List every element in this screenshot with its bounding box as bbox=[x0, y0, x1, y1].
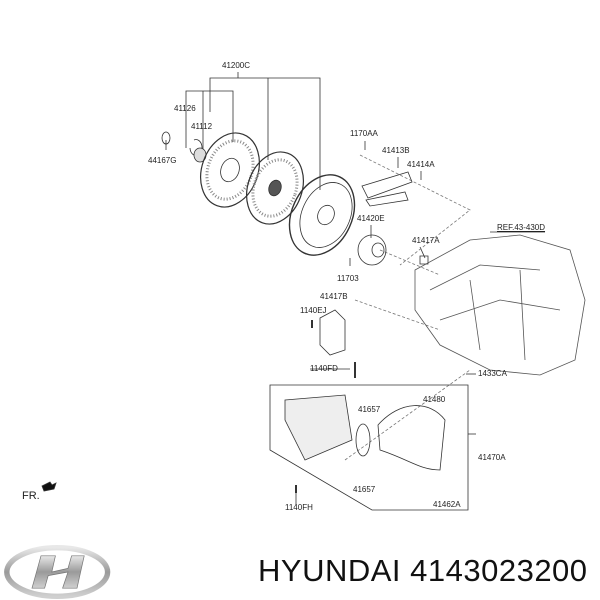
reference-label: REF.43-430D bbox=[497, 223, 546, 232]
part-label: 1140FH bbox=[285, 503, 313, 512]
part-label: 41126 bbox=[174, 104, 196, 113]
release-fork bbox=[361, 171, 413, 207]
front-arrow-icon bbox=[41, 481, 57, 492]
part-label: 44167G bbox=[148, 156, 177, 165]
part-label: 41657 bbox=[358, 405, 381, 414]
brand-part-number: HYUNDAI 4143023200 bbox=[258, 553, 588, 588]
pressure-plate bbox=[288, 174, 356, 256]
part-label: 41112 bbox=[191, 122, 213, 131]
part-label: 1140FD bbox=[310, 364, 338, 373]
part-label: 41417A bbox=[412, 236, 440, 245]
exploded-clutch-diagram bbox=[41, 72, 586, 511]
seal-ring bbox=[161, 131, 171, 145]
clutch-disc-1 bbox=[200, 132, 260, 208]
clutch-disc-2 bbox=[246, 151, 304, 225]
hyundai-logo bbox=[4, 545, 111, 599]
bracket bbox=[319, 309, 346, 356]
part-label: 41413B bbox=[382, 146, 410, 155]
part-label: 1170AA bbox=[350, 129, 378, 138]
part-label: 41657 bbox=[353, 485, 376, 494]
part-label: 41480 bbox=[423, 395, 446, 404]
part-label: 11703 bbox=[337, 274, 359, 283]
part-label: 41470A bbox=[478, 453, 506, 462]
pump-assembly-frame bbox=[269, 384, 469, 511]
release-bearing bbox=[357, 234, 387, 266]
transmission-case bbox=[414, 234, 586, 376]
part-label: 41200C bbox=[222, 61, 251, 70]
part-label: 41420E bbox=[357, 214, 385, 223]
part-label: 41462A bbox=[433, 500, 461, 509]
front-marker: FR. bbox=[22, 490, 40, 502]
part-label: 41414A bbox=[407, 160, 435, 169]
dashed-guides bbox=[344, 154, 471, 461]
pivot-bolt bbox=[419, 255, 429, 265]
part-label: 1140EJ bbox=[300, 306, 327, 315]
part-label: 41417B bbox=[320, 292, 348, 301]
part-label: 1433CA bbox=[478, 369, 507, 378]
